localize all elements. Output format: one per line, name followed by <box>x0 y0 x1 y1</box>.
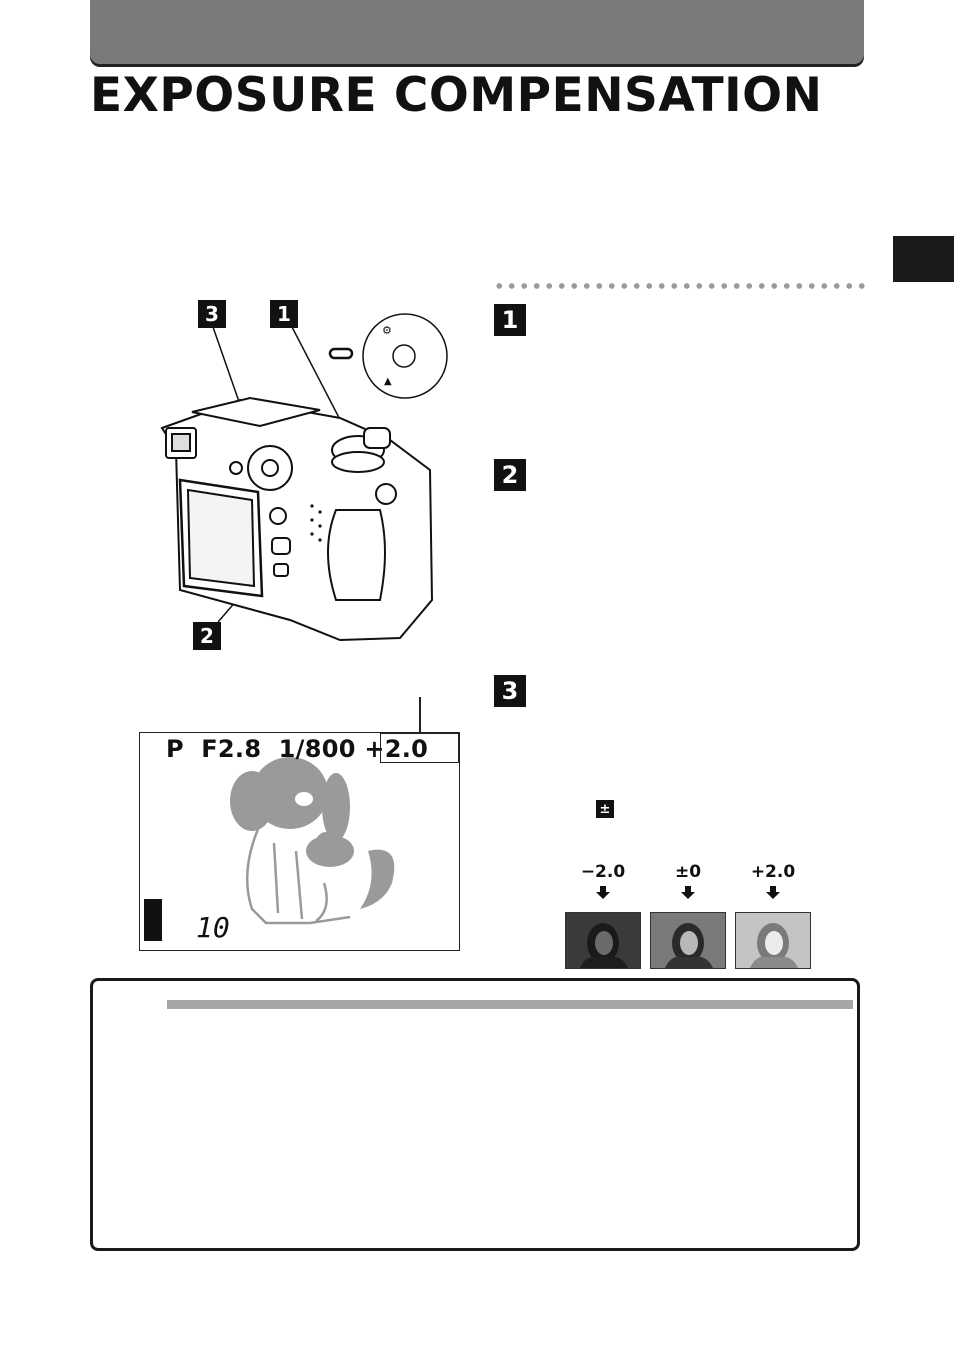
callout-3: 3 <box>198 300 226 328</box>
battery-indicator <box>144 899 162 941</box>
step-2-badge: 2 <box>494 459 526 491</box>
lcd-shutter: 1/800 <box>278 735 356 763</box>
example-plus-2: +2.0 <box>735 862 811 969</box>
step-3-badge: 3 <box>494 675 526 707</box>
lcd-frames-remaining: 10 <box>196 911 230 944</box>
exposure-compensation-icon: ± <box>596 800 614 818</box>
portrait-normal <box>650 912 726 969</box>
portrait-bright <box>735 912 811 969</box>
note-box <box>90 978 860 1251</box>
lcd-ev-highlight-box <box>380 733 459 763</box>
example-label: −2.0 <box>580 862 626 882</box>
down-arrow-icon <box>766 886 780 899</box>
chapter-tab <box>893 236 954 282</box>
svg-text:⚙: ⚙ <box>382 324 392 337</box>
portrait-dark <box>565 912 641 969</box>
page-title: EXPOSURE COMPENSATION <box>90 68 823 123</box>
lcd-exposure-compensation: +2.0 <box>364 735 429 763</box>
camera-body <box>160 396 434 642</box>
dog-subject-image <box>230 757 395 925</box>
note-header-rule <box>167 1000 853 1009</box>
example-zero: ±0 <box>650 862 726 969</box>
header-bar <box>90 0 864 64</box>
mode-dial-inset: ⚙ ▲ <box>328 313 448 399</box>
callout-1: 1 <box>270 300 298 328</box>
step-1-badge: 1 <box>494 304 526 336</box>
down-arrow-icon <box>681 886 695 899</box>
ev-callout-line <box>419 697 421 733</box>
example-label: ±0 <box>674 862 702 882</box>
camera-illustration: ⚙ ▲ <box>160 313 448 642</box>
example-label: +2.0 <box>750 862 796 882</box>
example-minus-2: −2.0 <box>565 862 641 969</box>
svg-text:▲: ▲ <box>384 376 392 387</box>
lcd-aperture: F2.8 <box>201 735 262 763</box>
lcd-readout: P F2.8 1/800 +2.0 <box>166 735 428 763</box>
lcd-mode: P <box>166 735 184 763</box>
callout-2: 2 <box>193 622 221 650</box>
lcd-monitor: P F2.8 1/800 +2.0 10 <box>139 732 460 951</box>
section-divider <box>493 282 865 290</box>
down-arrow-icon <box>596 886 610 899</box>
